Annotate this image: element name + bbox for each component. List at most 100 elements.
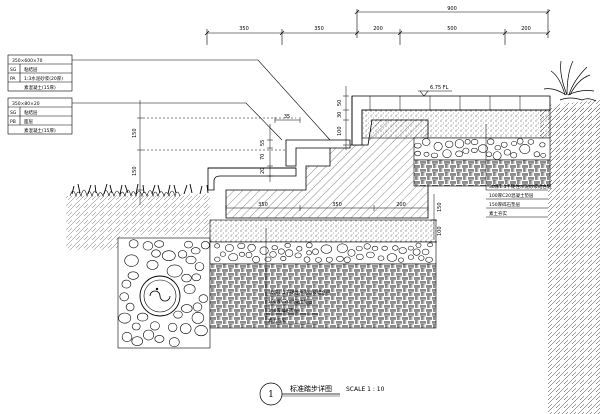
- pebble: [423, 151, 430, 157]
- pebble: [471, 147, 478, 153]
- dim-overall: 900: [447, 6, 457, 12]
- dim-left-upper-1: 150: [132, 128, 138, 138]
- pebble: [500, 141, 508, 148]
- pebble-fill-upper: [414, 138, 546, 160]
- pebble: [191, 311, 205, 324]
- pebble: [169, 337, 180, 348]
- callout-2-code-2: PB: [10, 119, 16, 125]
- dim-step-d: 55: [260, 140, 266, 146]
- pebble: [194, 262, 205, 271]
- bottom-note-2: 100厚C20混凝土垫层: [268, 298, 313, 305]
- pebble: [430, 152, 439, 159]
- pebble: [470, 139, 479, 145]
- dim-segment-5: 200: [521, 26, 531, 32]
- callout-2-text-3: 素混凝土(15厚): [24, 127, 56, 134]
- dim-inner-3: 200: [396, 202, 406, 208]
- callout-1-header: 350×600×70: [12, 58, 43, 64]
- soil-bank-right: [540, 100, 600, 414]
- pebble: [386, 253, 398, 262]
- dim-base-2: 100: [437, 226, 443, 236]
- dim-segment-2: 350: [314, 26, 324, 32]
- pebble: [303, 256, 311, 263]
- dim-base-1: 150: [437, 202, 443, 212]
- pebble: [418, 255, 425, 261]
- pebble: [320, 244, 333, 254]
- pebble: [237, 242, 246, 249]
- pebble: [125, 302, 135, 312]
- pebble: [162, 250, 176, 261]
- right-layer-notes-leader: [485, 124, 548, 218]
- dim-step-a: 35: [284, 114, 290, 120]
- pebble: [119, 292, 129, 302]
- right-note-2: 100厚C20混凝土垫层: [489, 192, 534, 199]
- pebble: [533, 151, 541, 158]
- pebble: [277, 248, 285, 255]
- pebble: [539, 142, 546, 148]
- pebble: [414, 150, 421, 157]
- pebble: [238, 251, 246, 257]
- dim-step-b: 70: [260, 154, 266, 160]
- pebble: [516, 138, 524, 145]
- pebble: [492, 151, 502, 160]
- pebble: [131, 336, 143, 347]
- pebble: [173, 310, 183, 319]
- dim-segment-3: 200: [373, 26, 383, 32]
- pebble: [245, 251, 253, 259]
- callout-1-code-2: PA: [10, 76, 16, 82]
- pebble: [415, 242, 422, 248]
- pebble: [510, 152, 518, 159]
- pebble: [412, 248, 421, 256]
- pebble: [247, 243, 256, 252]
- pebble: [540, 153, 546, 158]
- pebble: [356, 253, 364, 260]
- pebble: [371, 245, 379, 251]
- pebble: [191, 273, 202, 282]
- dim-segment-4: 500: [447, 26, 457, 32]
- callout-1-text-1: 粘结层: [24, 66, 38, 73]
- pebble: [398, 247, 407, 254]
- pebble: [228, 253, 239, 262]
- pebble: [503, 149, 511, 156]
- pebble: [306, 250, 312, 256]
- pebble: [285, 249, 294, 257]
- pebble: [124, 254, 139, 267]
- pebble: [427, 242, 433, 248]
- drawing-title: 标准踏步详图: [290, 384, 332, 393]
- pebble: [252, 256, 260, 264]
- pebble: [527, 139, 535, 145]
- dim-step-g: 30: [337, 112, 343, 118]
- pebble: [137, 312, 149, 322]
- pebble: [118, 312, 132, 324]
- right-note-3: 150厚碎石垫层: [489, 201, 521, 208]
- pebble: [192, 302, 203, 312]
- pebble: [198, 294, 209, 303]
- callout-2-text-2: 面层: [24, 119, 33, 125]
- pebble: [214, 256, 221, 262]
- pebble: [325, 256, 333, 263]
- pebble: [355, 245, 363, 252]
- pebble: [280, 256, 287, 261]
- pebble: [121, 331, 133, 342]
- pebble: [486, 138, 495, 145]
- soil-bank-left: [66, 194, 210, 250]
- pebble: [381, 245, 388, 251]
- pebble: [154, 240, 165, 248]
- upper-compacted-layer: [413, 159, 551, 187]
- pebble: [306, 242, 313, 249]
- callout-box-1: [7, 54, 331, 141]
- pebble: [259, 246, 269, 255]
- drawing-scale: SCALE 1 : 10: [346, 386, 385, 393]
- title-block: [259, 382, 340, 406]
- pebble: [200, 241, 210, 250]
- pebble: [425, 256, 433, 263]
- pebble: [315, 257, 322, 263]
- callout-2-code-1: SG: [10, 110, 17, 116]
- pebble: [422, 138, 431, 146]
- left-vertical-dimensions: [137, 100, 296, 205]
- pebble: [421, 248, 430, 256]
- top-dimension-chain: [204, 9, 551, 45]
- pebble: [414, 142, 422, 149]
- pebble: [142, 241, 154, 251]
- pebble: [407, 245, 414, 251]
